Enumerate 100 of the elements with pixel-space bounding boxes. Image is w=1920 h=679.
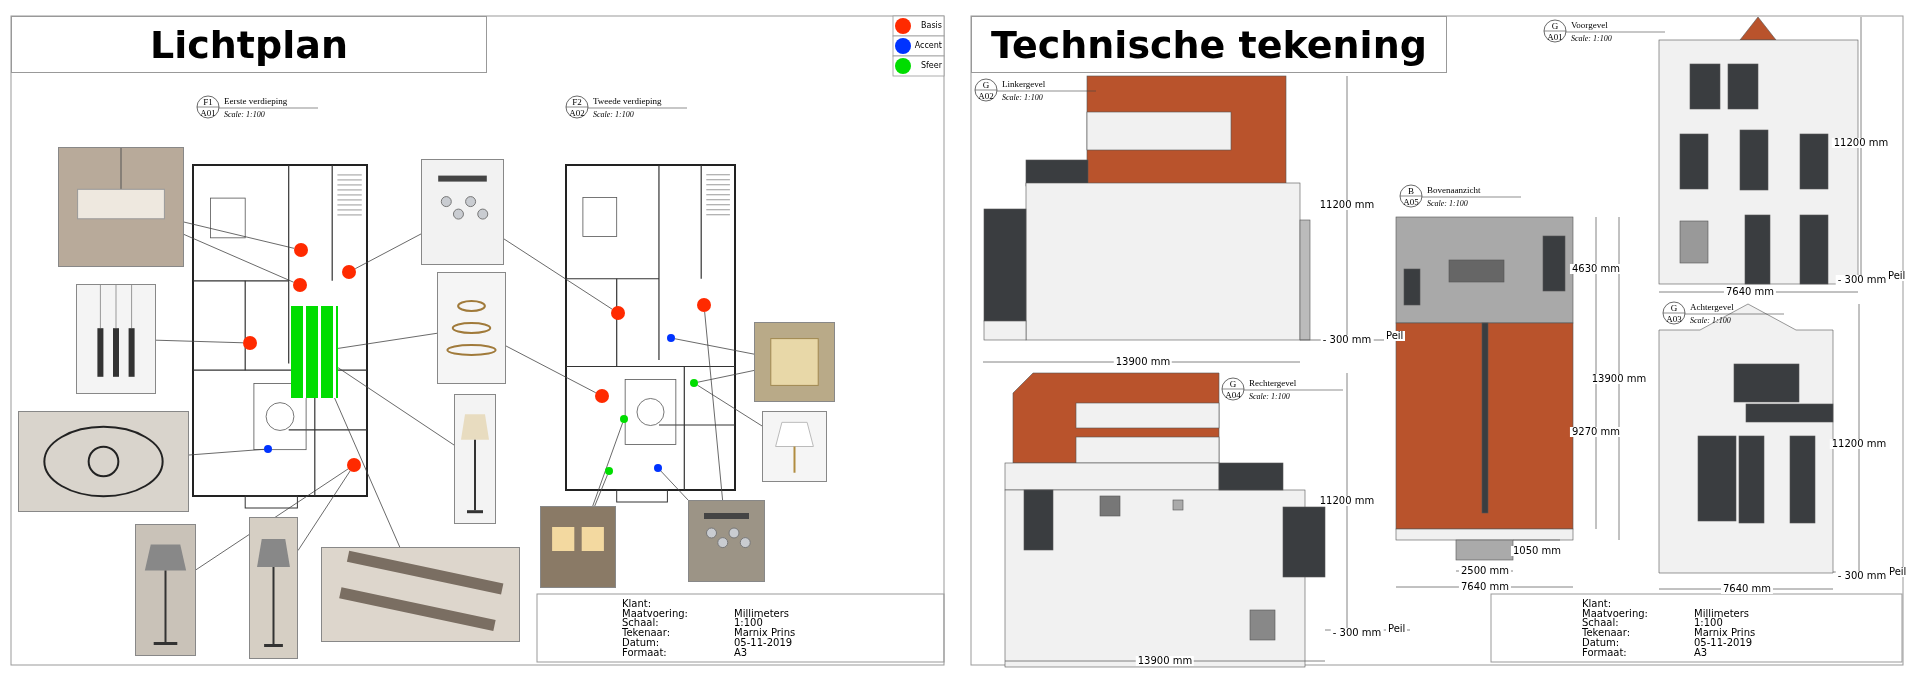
legend-label: Basis xyxy=(921,22,942,30)
view-marker-code: F1 xyxy=(203,97,213,106)
leader-line xyxy=(505,345,597,394)
title-block-value: Marnix Prins xyxy=(734,628,796,639)
dimension-label: 4630 mm xyxy=(1569,264,1623,274)
view-title: Tweede verdieping xyxy=(593,96,662,106)
title-block-value: 1:100 xyxy=(734,618,763,629)
scale-note: Scale: 1:100 xyxy=(1571,35,1612,43)
title-block-field: Datum: xyxy=(622,637,660,648)
view-title: Achtergevel xyxy=(1690,302,1734,312)
view-marker-code: G xyxy=(1670,303,1678,312)
title-block-value: Millimeters xyxy=(1694,608,1750,619)
view-title: Rechtergevel xyxy=(1249,378,1297,388)
view-marker-code: G xyxy=(982,80,990,89)
dimension-label: 11200 mm xyxy=(1831,138,1891,148)
dimension-label: 11200 mm xyxy=(1317,496,1377,506)
title-block-field: Tekenaar: xyxy=(1582,628,1631,639)
light-point xyxy=(667,334,675,342)
light-strip xyxy=(291,306,338,398)
leader-line xyxy=(697,384,763,427)
leader-line xyxy=(337,367,455,446)
lamp-photo xyxy=(135,524,196,656)
lamp-photo xyxy=(421,159,504,265)
sheet-title: Lichtplan xyxy=(150,22,348,67)
dimension-label: 7640 mm xyxy=(1720,584,1774,594)
title-block-field: Tekenaar: xyxy=(622,628,671,639)
leader-line xyxy=(183,234,294,283)
title-box xyxy=(11,16,487,73)
title-block-field: Maatvoering: xyxy=(622,608,688,619)
lamp-photo xyxy=(76,284,156,394)
lamp-photo xyxy=(454,394,496,524)
sheet-title: Technische tekening xyxy=(991,22,1427,67)
title-block-value: A3 xyxy=(734,647,748,658)
leader-line xyxy=(334,397,401,548)
view-marker-code: G xyxy=(1551,21,1559,30)
view-title: Voorgevel xyxy=(1571,20,1608,30)
scale-note: Scale: 1:100 xyxy=(1249,393,1290,401)
dimension-label: 11200 mm xyxy=(1317,200,1377,210)
sheet-number: A03 xyxy=(1666,314,1682,323)
leader-line xyxy=(503,238,613,310)
leader-line xyxy=(354,233,422,270)
view-marker-code: G xyxy=(1229,379,1237,388)
leader-line xyxy=(183,221,295,249)
view-title: Eerste verdieping xyxy=(224,96,288,106)
lamp-photo xyxy=(249,517,298,659)
title-block-field: Klant: xyxy=(1582,599,1612,609)
dimension-label: 13900 mm xyxy=(1135,656,1195,666)
lamp-photo xyxy=(688,500,765,582)
scale-note: Scale: 1:100 xyxy=(1690,317,1731,325)
title-block-field: Formaat: xyxy=(622,647,667,658)
lamp-photo xyxy=(18,411,189,512)
dimension-label: 2500 mm xyxy=(1458,566,1512,576)
leader-line xyxy=(674,338,755,355)
title-block-field: Formaat: xyxy=(1582,647,1627,658)
title-block-field: Schaal: xyxy=(622,618,659,629)
light-point xyxy=(690,379,698,387)
title-block-value: 05-11-2019 xyxy=(1694,637,1753,648)
title-box xyxy=(971,16,1447,73)
lamp-photo xyxy=(437,272,506,384)
sheet-number: A02 xyxy=(569,108,585,117)
level-label: Peil xyxy=(1384,331,1406,341)
leader-line xyxy=(697,370,755,383)
lamp-photo xyxy=(540,506,616,588)
light-point xyxy=(620,415,628,423)
leader-line xyxy=(297,470,351,551)
dimension-label: 9270 mm xyxy=(1569,427,1623,437)
dimension-label: 7640 mm xyxy=(1723,287,1777,297)
dimension-label: - 300 mm xyxy=(1330,628,1384,638)
scale-note: Scale: 1:100 xyxy=(593,111,634,119)
view-marker-code: F2 xyxy=(572,97,582,106)
dimension-label: - 300 mm xyxy=(1835,275,1889,285)
title-block-value: 05-11-2019 xyxy=(734,637,793,648)
level-label: Peil xyxy=(1887,567,1909,577)
title-block-value: A3 xyxy=(1694,647,1708,658)
sheet-number: A01 xyxy=(1547,32,1563,41)
dimension-label: - 300 mm xyxy=(1835,571,1889,581)
scale-note: Scale: 1:100 xyxy=(224,111,265,119)
sheet-number: A02 xyxy=(978,91,994,100)
level-label: Peil xyxy=(1386,624,1408,634)
title-block-field: Datum: xyxy=(1582,637,1620,648)
light-point xyxy=(605,467,613,475)
sheet-number: A05 xyxy=(1403,197,1419,206)
scale-note: Scale: 1:100 xyxy=(1427,200,1468,208)
dimension-label: - 300 mm xyxy=(1320,335,1374,345)
title-block-value: Millimeters xyxy=(734,608,790,619)
legend-label: Accent xyxy=(914,42,942,50)
title-block-value: 1:100 xyxy=(1694,618,1723,629)
title-block-field: Maatvoering: xyxy=(1582,608,1648,619)
leader-line xyxy=(704,311,723,501)
lamp-photo xyxy=(762,411,827,482)
leader-line xyxy=(188,448,265,456)
lamp-photo xyxy=(754,322,835,402)
dimension-label: 13900 mm xyxy=(1113,357,1173,367)
sheet-number: A01 xyxy=(200,108,216,117)
lamp-photo xyxy=(58,147,184,267)
leader-line xyxy=(592,422,624,507)
legend-label: Sfeer xyxy=(920,62,942,70)
dimension-label: 7640 mm xyxy=(1458,582,1512,592)
level-label: Peil xyxy=(1886,271,1908,281)
view-title: Bovenaanzicht xyxy=(1427,185,1481,195)
